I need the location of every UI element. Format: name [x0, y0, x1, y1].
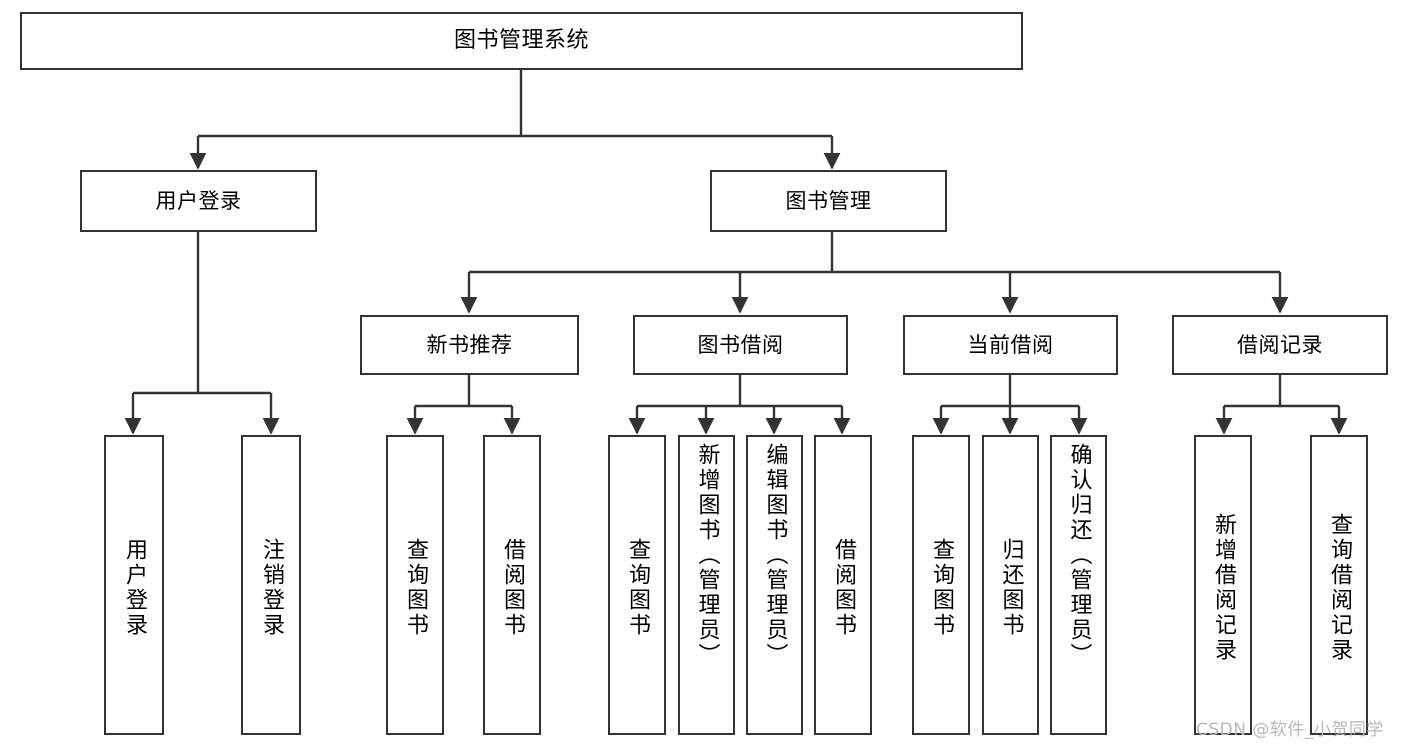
node-label: 新增借阅记录	[1211, 513, 1236, 663]
node-current-borrow[interactable]: 当前借阅	[903, 315, 1118, 375]
leaf-bb-query-book[interactable]: 查询图书	[608, 435, 666, 735]
leaf-nb-borrow-book[interactable]: 借阅图书	[483, 435, 541, 735]
node-label: 新书推荐	[426, 332, 513, 357]
node-label: 借阅图书	[500, 538, 525, 638]
leaf-bb-borrow-book[interactable]: 借阅图书	[814, 435, 872, 735]
node-label: 查询图书	[403, 538, 428, 638]
node-label: 用户登录	[155, 188, 242, 213]
node-book-management[interactable]: 图书管理	[710, 170, 947, 232]
node-label: 归还图书	[998, 538, 1024, 638]
leaf-bb-edit-book-admin[interactable]: 编辑图书（管理员）	[746, 435, 803, 735]
node-book-borrow[interactable]: 图书借阅	[633, 315, 848, 375]
leaf-cb-confirm-return-admin[interactable]: 确认归还（管理员）	[1050, 435, 1107, 735]
leaf-logout[interactable]: 注销登录	[241, 435, 301, 735]
node-label: 注销登录	[259, 538, 284, 638]
node-label: 确认归还（管理员）	[1066, 443, 1092, 668]
node-root-system[interactable]: 图书管理系统	[20, 12, 1023, 70]
node-label: 查询借阅记录	[1327, 513, 1352, 663]
node-label: 图书管理	[785, 188, 872, 213]
leaf-br-add-record[interactable]: 新增借阅记录	[1194, 435, 1252, 735]
leaf-bb-add-book-admin[interactable]: 新增图书（管理员）	[678, 435, 735, 735]
node-borrow-record[interactable]: 借阅记录	[1172, 315, 1388, 375]
node-label: 用户登录	[122, 538, 147, 638]
leaf-cb-query-book[interactable]: 查询图书	[912, 435, 970, 735]
node-label: 借阅图书	[831, 538, 856, 638]
node-label: 当前借阅	[967, 332, 1054, 357]
node-label: 编辑图书（管理员）	[762, 443, 788, 668]
node-label: 借阅记录	[1237, 332, 1323, 357]
csdn-watermark: CSDN @软件_小贺同学	[1196, 720, 1384, 740]
node-label: 新增图书（管理员）	[694, 443, 720, 668]
node-label: 图书借阅	[697, 332, 784, 357]
leaf-cb-return-book[interactable]: 归还图书	[982, 435, 1039, 735]
node-label: 查询图书	[929, 538, 954, 638]
node-user-login[interactable]: 用户登录	[80, 170, 317, 232]
node-new-book-recommend[interactable]: 新书推荐	[360, 315, 579, 375]
node-label: 图书管理系统	[453, 28, 589, 54]
node-label: 查询图书	[625, 538, 650, 638]
leaf-user-login[interactable]: 用户登录	[104, 435, 164, 735]
leaf-nb-query-book[interactable]: 查询图书	[386, 435, 444, 735]
leaf-br-query-record[interactable]: 查询借阅记录	[1310, 435, 1368, 735]
